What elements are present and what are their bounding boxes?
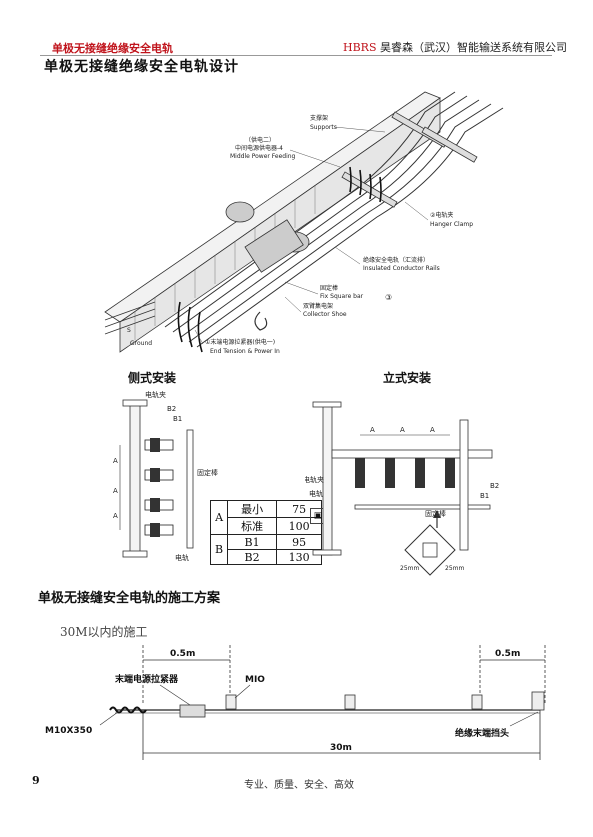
table-cell-group: A — [209, 500, 229, 535]
side-install-diagram: 电轨夹 B2 B1 A A A 固定棒 电轨 — [113, 390, 218, 562]
side-label-bar: 固定棒 — [197, 468, 218, 477]
header-doc-title: 单极无接缝绝缘安全电轨 — [52, 42, 173, 55]
vert-fix-bar — [354, 504, 491, 510]
side-clamps — [144, 439, 174, 536]
spec-table: A 最小 75 标准 100 B B1 95 B2 130 — [209, 500, 323, 565]
label-mio: MIO — [245, 675, 265, 685]
table-cell: B2 — [227, 549, 278, 565]
vert-label-a3: A — [430, 426, 435, 434]
beam-top-flange — [104, 91, 441, 323]
table-cell: 95 — [276, 534, 323, 550]
side-fix-bar — [186, 429, 194, 549]
header-company: HBRS 昊睿森（武汉）智能输送系统有限公司 — [343, 39, 567, 55]
table-cell: 最小 — [227, 500, 278, 518]
page-number: 9 — [32, 774, 40, 787]
vertical-install-diagram: A A A 电轨夹 电轨 B1 B2 固定棒 25mm 25mm — [305, 401, 499, 576]
tension-spring — [109, 706, 147, 714]
vert-beam — [331, 449, 493, 459]
side-label-a3: A — [113, 512, 118, 520]
vert-label-rail: 电轨 — [309, 489, 323, 498]
construction-diagram: 0.5m 0.5m 末端电源拉紧器 MIO M10X350 绝缘末端挡头 30m — [45, 645, 546, 760]
conductor-rails — [164, 91, 504, 348]
leader-lines — [194, 126, 429, 345]
label-mid-feed-cn: （供电二） — [245, 136, 275, 144]
vert-label-bar: 固定棒 — [425, 509, 446, 518]
table-row: B B1 95 — [209, 534, 323, 565]
diagram-labels: 支撑架 Supports （供电二） 中间电源供电器-4 Middle Powe… — [127, 114, 473, 355]
label-shoe-en: Collector Shoe — [303, 311, 347, 318]
side-post — [129, 404, 141, 556]
vert-label-a1: A — [370, 426, 375, 434]
brand-name: HBRS — [343, 41, 377, 54]
label-shoe-cn: 双臂集电架 — [303, 302, 333, 310]
support-brackets — [341, 111, 478, 208]
tensioner-body — [179, 704, 206, 718]
side-install-title: 侧式安装 — [128, 371, 177, 385]
vert-label-a2: A — [400, 426, 405, 434]
label-right-gap: 0.5m — [495, 649, 520, 659]
side-label-a1: A — [113, 457, 118, 465]
table-row: A 最小 75 — [209, 500, 323, 535]
table-cell-group: B — [209, 534, 229, 565]
construction-note: 30M以内的施工 — [60, 625, 148, 639]
arrow-up-icon — [433, 510, 441, 518]
company-name: 昊睿森（武汉）智能输送系统有限公司 — [380, 41, 567, 54]
cables — [177, 166, 382, 353]
label-bar-en: Fix Square bar — [320, 293, 364, 300]
dim-arrows — [142, 659, 545, 760]
vert-label-dim1: 25mm — [400, 565, 419, 572]
page-title: 单极无接缝绝缘安全电轨设计 — [44, 59, 239, 75]
label-rails-cn: 绝缘安全电轨（汇流排） — [363, 256, 429, 264]
vertical-install-title: 立式安装 — [383, 371, 432, 385]
side-label-b2: B2 — [167, 405, 176, 413]
side-rail-heads — [150, 438, 160, 537]
beam-hatching — [134, 186, 316, 340]
rail-system-diagram: 支撑架 Supports （供电二） 中间电源供电器-4 Middle Powe… — [104, 91, 504, 355]
construction-leaders — [99, 684, 539, 727]
hook — [254, 311, 268, 331]
vert-post — [322, 404, 333, 556]
label-bolt: M10X350 — [45, 726, 92, 736]
label-tensioner: 末端电源拉紧器 — [114, 673, 179, 685]
label-end-cap: 绝缘末端挡头 — [455, 727, 509, 739]
footer-slogan: 专业、质量、安全、高效 — [244, 780, 354, 791]
label-end-en: End Tension & Power In — [210, 348, 280, 355]
side-label-clamp: 电轨夹 — [145, 390, 166, 399]
label-supports-cn: 支撑架 — [310, 114, 328, 122]
label-rails-en: Insulated Conductor Rails — [363, 265, 440, 272]
side-label-a2: A — [113, 487, 118, 495]
collector-trolley — [225, 201, 310, 273]
label-mid-feed-cn2: 中间电源供电器-4 — [235, 144, 283, 152]
label-left-gap: 0.5m — [170, 649, 195, 659]
label-num3: ③ — [385, 293, 392, 302]
table-cell: 130 — [276, 549, 323, 565]
vert-label-b1: B1 — [480, 492, 489, 500]
vert-label-dim2: 25mm — [445, 565, 464, 572]
label-length: 30m — [330, 743, 352, 753]
ground-wires — [104, 301, 156, 335]
label-clamp-en: Hanger Clamp — [430, 221, 473, 228]
label-bar-cn: 固定棒 — [320, 284, 338, 292]
vert-side-post — [459, 419, 469, 551]
table-cell: 标准 — [227, 517, 278, 535]
vert-label-clamp: 电轨夹 — [305, 475, 324, 484]
header-divider — [40, 55, 552, 56]
vert-label-b2: B2 — [490, 482, 499, 490]
table-cell: B1 — [227, 534, 278, 550]
table-row: B2 130 — [211, 549, 323, 565]
label-end-cn: ①末端电源拉紧器(供电一) — [205, 338, 275, 346]
vert-clamps — [355, 458, 455, 488]
label-s: S — [127, 327, 131, 334]
dim-guides — [142, 645, 546, 705]
label-ground: Ground — [130, 340, 152, 347]
side-label-b1: B1 — [173, 415, 182, 423]
label-clamp-cn: ②电轨夹 — [430, 211, 453, 219]
label-mid-feed-en: Middle Power Feeding — [230, 153, 296, 160]
side-label-rail: 电轨 — [175, 553, 189, 562]
label-supports-en: Supports — [310, 124, 337, 131]
section-title-construction: 单极无接缝安全电轨的施工方案 — [38, 591, 221, 606]
hangers — [225, 691, 545, 711]
